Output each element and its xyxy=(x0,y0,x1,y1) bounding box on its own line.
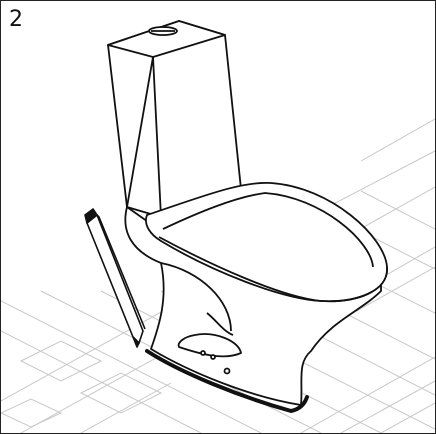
pencil-icon xyxy=(84,208,146,348)
toilet-tank xyxy=(107,20,242,218)
toilet-lid xyxy=(145,181,388,303)
floor-marking-line xyxy=(145,349,309,414)
step-number: 2 xyxy=(9,7,23,32)
